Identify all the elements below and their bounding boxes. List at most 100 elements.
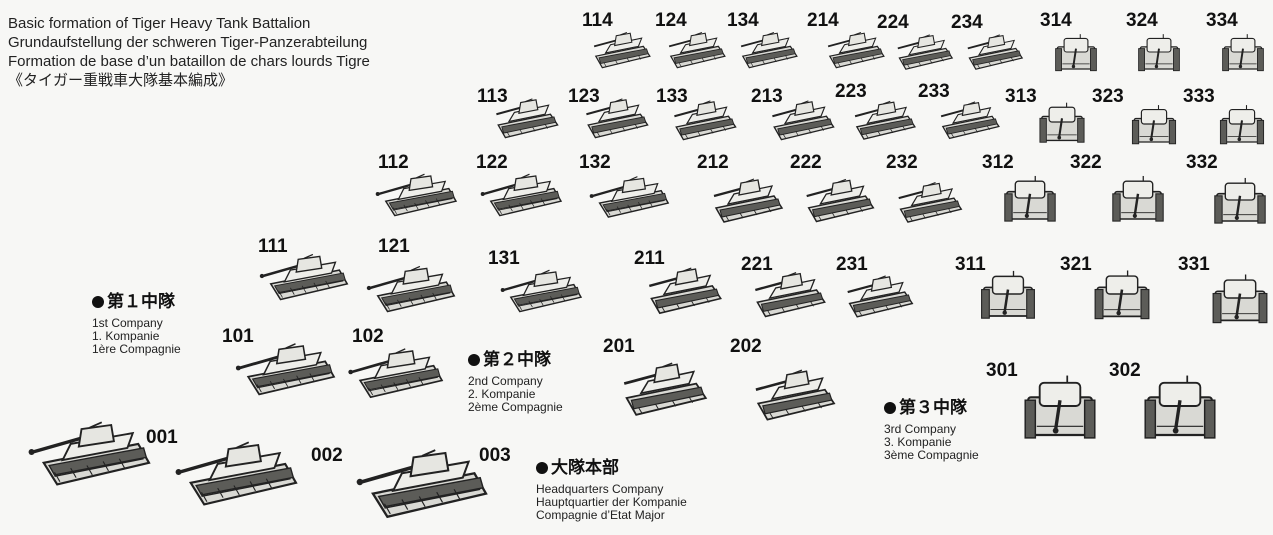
title-block: Basic formation of Tiger Heavy Tank Batt… xyxy=(8,14,370,90)
svg-text:314: 314 xyxy=(1040,10,1072,31)
bullet-icon xyxy=(536,462,548,474)
tank-302: 302 xyxy=(1109,360,1217,440)
svg-text:224: 224 xyxy=(877,12,909,33)
bullet-icon xyxy=(884,402,896,414)
svg-text:334: 334 xyxy=(1206,10,1238,31)
tank-334: 334 xyxy=(1206,10,1265,72)
svg-text:001: 001 xyxy=(146,427,178,448)
title-japanese: 《タイガー重戦車大隊基本編成》 xyxy=(8,72,234,89)
svg-text:331: 331 xyxy=(1178,254,1210,275)
svg-text:324: 324 xyxy=(1126,10,1158,31)
tank-324: 324 xyxy=(1126,10,1181,72)
svg-text:221: 221 xyxy=(741,254,773,275)
tank-333: 333 xyxy=(1183,86,1265,145)
tank-224: 224 xyxy=(877,12,954,71)
svg-text:323: 323 xyxy=(1092,86,1124,107)
tank-313: 313 xyxy=(1005,86,1086,144)
svg-text:133: 133 xyxy=(656,86,688,107)
svg-text:131: 131 xyxy=(488,248,520,269)
company-label-hq: 大隊本部 Headquarters Company Hauptquartier … xyxy=(536,458,687,522)
svg-text:233: 233 xyxy=(918,81,950,102)
svg-text:201: 201 xyxy=(603,336,635,357)
tank-331: 331 xyxy=(1178,254,1269,324)
svg-text:124: 124 xyxy=(655,10,687,31)
tank-233: 233 xyxy=(918,81,1000,140)
tank-123: 123 xyxy=(568,86,649,139)
svg-text:333: 333 xyxy=(1183,86,1215,107)
tank-321: 321 xyxy=(1060,254,1151,320)
tank-133: 133 xyxy=(656,86,737,141)
tank-202: 202 xyxy=(730,336,836,421)
svg-text:134: 134 xyxy=(727,10,759,31)
svg-text:101: 101 xyxy=(222,326,254,347)
tank-211: 211 xyxy=(634,248,722,315)
tank-132: 132 xyxy=(579,152,670,219)
tank-301: 301 xyxy=(986,360,1097,440)
tank-102: 102 xyxy=(346,326,444,399)
title-english: Basic formation of Tiger Heavy Tank Batt… xyxy=(8,15,311,32)
svg-text:312: 312 xyxy=(982,152,1014,173)
svg-text:102: 102 xyxy=(352,326,384,347)
bullet-icon xyxy=(92,296,104,308)
svg-text:212: 212 xyxy=(697,152,729,173)
tank-231: 231 xyxy=(836,254,914,318)
company-label-1st: 第１中隊 1st Company 1. Kompanie 1ère Compag… xyxy=(92,292,181,356)
tank-322: 322 xyxy=(1070,152,1165,223)
title-french: Formation de base d’un bataillon de char… xyxy=(8,53,370,70)
tank-122: 122 xyxy=(476,152,563,217)
tank-113: 113 xyxy=(477,86,559,139)
svg-text:301: 301 xyxy=(986,360,1018,381)
svg-text:302: 302 xyxy=(1109,360,1141,381)
bullet-icon xyxy=(468,354,480,366)
svg-text:121: 121 xyxy=(378,236,410,257)
tank-111: 111 xyxy=(258,236,349,301)
tank-223: 223 xyxy=(835,81,916,141)
svg-text:211: 211 xyxy=(634,248,665,269)
tank-212: 212 xyxy=(697,152,784,224)
svg-text:313: 313 xyxy=(1005,86,1037,107)
svg-text:322: 322 xyxy=(1070,152,1102,173)
svg-text:003: 003 xyxy=(479,445,511,466)
svg-text:111: 111 xyxy=(258,236,288,257)
tank-131: 131 xyxy=(488,248,583,313)
tank-314: 314 xyxy=(1040,10,1098,72)
svg-text:222: 222 xyxy=(790,152,822,173)
company-label-2nd: 第２中隊 2nd Company 2. Kompanie 2ème Compag… xyxy=(468,350,563,414)
tank-121: 121 xyxy=(365,236,456,313)
svg-text:332: 332 xyxy=(1186,152,1218,173)
tank-232: 232 xyxy=(886,152,963,224)
tank-323: 323 xyxy=(1092,86,1177,145)
tank-312: 312 xyxy=(982,152,1057,223)
svg-text:311: 311 xyxy=(955,254,986,275)
svg-text:234: 234 xyxy=(951,12,983,33)
tank-221: 221 xyxy=(741,254,826,318)
tank-234: 234 xyxy=(951,12,1024,71)
svg-text:112: 112 xyxy=(378,152,409,173)
tank-124: 124 xyxy=(655,10,726,69)
tank-332: 332 xyxy=(1186,152,1267,225)
svg-text:223: 223 xyxy=(835,81,867,102)
tank-201: 201 xyxy=(603,336,708,417)
tank-214: 214 xyxy=(807,10,885,69)
tank-222: 222 xyxy=(790,152,875,223)
tank-213: 213 xyxy=(751,86,835,141)
svg-text:232: 232 xyxy=(886,152,918,173)
svg-text:113: 113 xyxy=(477,86,508,107)
svg-text:123: 123 xyxy=(568,86,600,107)
tank-114: 114 xyxy=(582,10,651,69)
svg-text:213: 213 xyxy=(751,86,783,107)
svg-text:231: 231 xyxy=(836,254,868,275)
svg-text:132: 132 xyxy=(579,152,611,173)
svg-text:122: 122 xyxy=(476,152,508,173)
svg-text:202: 202 xyxy=(730,336,762,357)
tank-002: 002 xyxy=(173,440,343,507)
tank-101: 101 xyxy=(222,326,336,396)
company-label-3rd: 第３中隊 3rd Company 3. Kompanie 3ème Compag… xyxy=(884,398,979,462)
svg-text:321: 321 xyxy=(1060,254,1092,275)
svg-text:002: 002 xyxy=(311,445,343,466)
tank-003: 003 xyxy=(354,445,511,519)
tank-001: 001 xyxy=(26,420,178,487)
tank-134: 134 xyxy=(727,10,798,69)
title-german: Grundaufstellung der schweren Tiger-Panz… xyxy=(8,34,368,51)
